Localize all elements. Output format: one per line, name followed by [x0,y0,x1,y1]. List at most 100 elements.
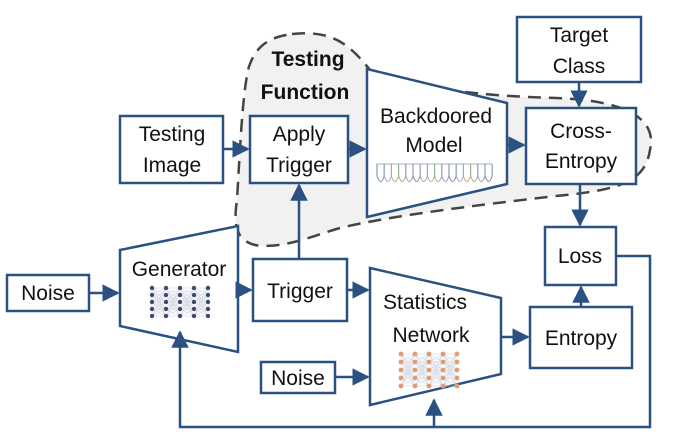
statistics-network-label: Statistics [383,291,467,314]
network-link [442,353,458,379]
network-node [412,359,418,365]
network-link [428,377,444,387]
network-link [428,353,444,363]
network-link [442,369,458,387]
noise-left-label: Noise [21,282,75,305]
network-link [414,353,430,363]
network-node [149,313,155,319]
apply-trigger-label: Apply [273,123,326,146]
entropy-label: Entropy [545,327,618,350]
network-node [440,367,446,373]
network-node [454,375,460,381]
network-node [426,351,432,357]
testing-function-title: Testing [271,48,344,71]
network-node [163,292,169,298]
network-link [414,353,430,387]
statistics-network-icon [398,351,460,389]
network-node [177,306,183,312]
network-link [179,294,195,317]
network-node [454,351,460,357]
network-node [177,285,183,291]
network-link [442,377,458,387]
network-link [151,294,167,317]
network-node [412,375,418,381]
network-node [163,306,169,312]
apply-trigger-label-line2: Trigger [266,154,332,177]
backdoored-model-network-icon [376,163,493,182]
network-node [149,299,155,305]
network-node [205,285,211,291]
loss-box [543,225,618,287]
network-node [191,285,197,291]
loss-label: Loss [558,245,602,268]
network-link [442,353,458,387]
noise-bottom-label: Noise [271,367,325,390]
network-node [177,292,183,298]
network-node [426,359,432,365]
network-link [179,308,195,317]
network-link [193,287,209,296]
network-node [191,299,197,305]
network-node [205,299,211,305]
model-loop [484,164,493,182]
network-link [151,308,167,317]
network-link [193,308,209,317]
network-link [151,287,167,303]
network-link [442,361,458,387]
cross-entropy-label-line2: Entropy [545,150,618,173]
network-link [442,353,458,371]
network-link [165,294,181,317]
target-class-label-line2: Class [553,55,606,78]
network-node [205,313,211,319]
cross-entropy-label: Cross- [550,120,612,143]
backdoored-model-label-line2: Model [405,134,462,157]
network-node [177,313,183,319]
network-link [179,287,195,303]
network-link [400,377,416,387]
network-node [163,299,169,305]
network-node [398,359,404,365]
testing-image-label-line2: Image [143,154,201,177]
noise-bottom-box [259,360,337,395]
network-node [454,359,460,365]
network-link [179,287,195,317]
network-link [428,369,444,387]
testing-image-label: Testing [139,123,206,146]
network-node [454,367,460,373]
network-node [412,383,418,389]
network-link [428,361,444,387]
network-link [400,369,416,387]
network-node [440,359,446,365]
network-link [165,308,181,317]
network-node [398,383,404,389]
network-node [398,351,404,357]
entropy-box [528,305,634,370]
network-link [400,353,416,379]
generator-network-icon [149,285,211,319]
target-class-label: Target [550,24,609,47]
network-node [426,367,432,373]
network-link [179,287,195,310]
network-link [442,353,458,363]
network-node [426,383,432,389]
backdoored-model-label: Backdoored [380,105,492,128]
network-link [400,353,416,387]
network-link [428,353,444,379]
network-link [193,287,209,310]
network-node [440,383,446,389]
network-node [191,292,197,298]
network-link [179,287,195,296]
network-node [205,306,211,312]
network-link [414,353,430,379]
network-link [165,287,181,310]
network-node [191,306,197,312]
network-link [414,369,430,387]
network-link [165,287,181,317]
testing-function-title-line2: Function [261,81,350,104]
trigger-label: Trigger [267,280,333,303]
network-node [454,383,460,389]
network-link [428,353,444,371]
network-node [163,285,169,291]
